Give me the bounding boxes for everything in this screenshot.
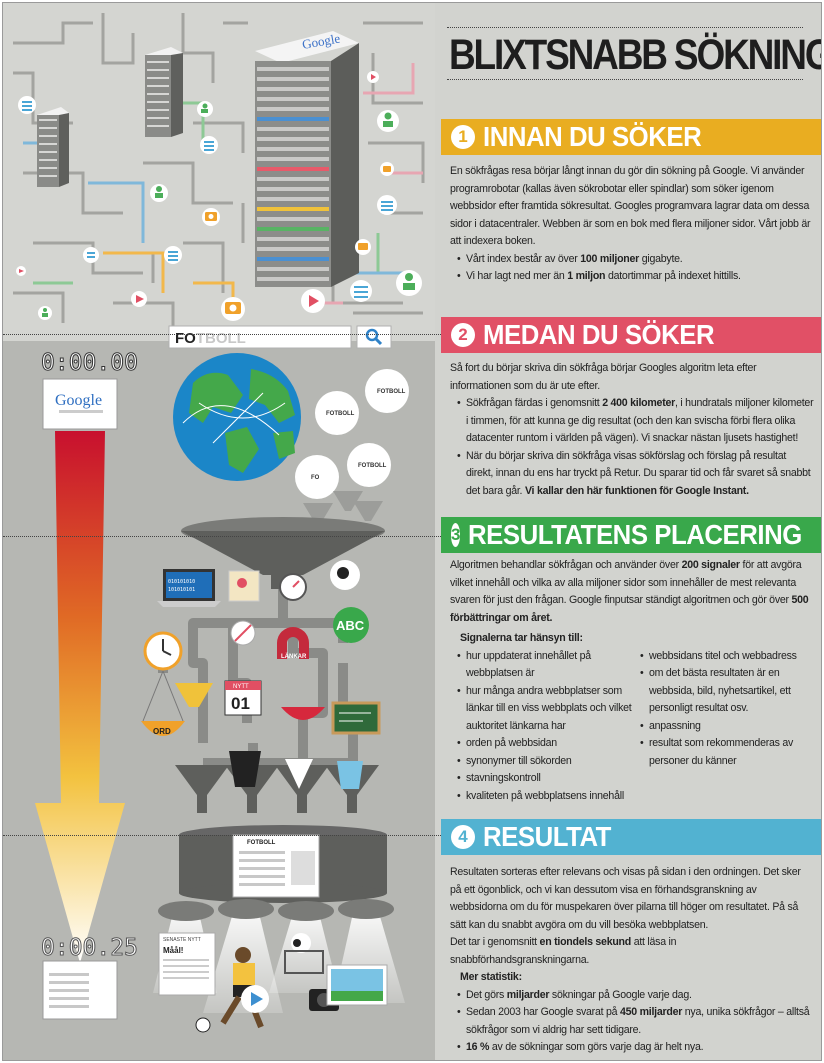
bucket-icon xyxy=(229,751,261,787)
cup-icon xyxy=(337,761,363,789)
cone-icon xyxy=(285,759,313,789)
result-page: FOTBOLL xyxy=(232,834,320,898)
search-bar: FOTBOLL xyxy=(168,325,392,349)
google-logo: Google xyxy=(55,392,102,409)
svg-text:FOTBOLL: FOTBOLL xyxy=(326,411,355,417)
calendar-icon: NYTT 01 xyxy=(224,680,262,716)
main-funnel xyxy=(181,517,385,589)
dictionary-icon: ORD xyxy=(141,670,185,736)
clock-icon xyxy=(143,631,183,671)
section-3-heading: 3 RESULTATENS PLACERING xyxy=(441,517,821,553)
laptop-icon: 010101010 101010101 xyxy=(157,569,221,607)
compass-icon xyxy=(230,620,256,646)
svg-text:010101010: 010101010 xyxy=(168,579,195,585)
svg-text:101010101: 101010101 xyxy=(168,587,195,593)
abc-icon: ABC xyxy=(333,607,369,643)
svg-text:LÄNKAR: LÄNKAR xyxy=(281,653,307,660)
globe xyxy=(173,353,301,481)
user-icons xyxy=(38,101,422,320)
server-small-mid xyxy=(145,47,183,137)
svg-text:FOTBOLL: FOTBOLL xyxy=(358,463,387,469)
section-1-body: En sökfrågas resa börjar långt innan du … xyxy=(450,163,814,286)
colander-icon xyxy=(281,707,325,720)
video-icons xyxy=(16,71,379,313)
camera-icons xyxy=(202,162,394,321)
svg-text:Måål!: Måål! xyxy=(163,946,183,955)
section-2-heading: 2 MEDAN DU SÖKER xyxy=(441,317,821,353)
svg-text:ORD: ORD xyxy=(153,727,171,736)
soccer-ball-icon xyxy=(330,560,360,590)
blackboard-icon xyxy=(331,701,381,735)
section-4-body: Resultaten sorteras efter relevans och v… xyxy=(450,864,814,1057)
svg-text:NYTT: NYTT xyxy=(233,684,249,690)
suggestion-bubbles: FOTBOLL FOTBOLL FOTBOLL FO xyxy=(295,369,409,499)
google-datacenter: Google xyxy=(255,30,359,287)
svg-text:SENASTE NYTT: SENASTE NYTT xyxy=(163,937,201,943)
timer-start: 0:00.00 xyxy=(41,350,138,376)
map-icon xyxy=(228,570,260,602)
svg-text:FOTBOLL: FOTBOLL xyxy=(247,840,276,846)
section-4-heading: 4 RESULTAT xyxy=(441,819,821,855)
stopwatch-icon xyxy=(279,573,307,601)
section-3-body: Algoritmen behandlar sökfrågan och använ… xyxy=(450,557,814,805)
shopping-cart-icon xyxy=(284,933,324,974)
svg-text:ABC: ABC xyxy=(336,618,365,633)
svg-text:01: 01 xyxy=(231,694,250,713)
timer-end: 0:00.25 xyxy=(41,935,138,961)
svg-text:FOTBOLL: FOTBOLL xyxy=(377,389,406,395)
play-button-icon xyxy=(241,985,269,1013)
document-icons xyxy=(18,96,397,302)
illustration: Google xyxy=(3,3,435,1060)
svg-text:FOTBOLL: FOTBOLL xyxy=(175,330,246,347)
photo-icon xyxy=(326,964,388,1006)
page-title: BLIXTSNABB SÖKNING xyxy=(449,31,822,79)
newspaper-icon: SENASTE NYTT Måål! xyxy=(158,932,216,996)
links-icon: LÄNKAR xyxy=(277,627,309,660)
svg-text:FO: FO xyxy=(311,475,320,481)
svg-text:Google: Google xyxy=(301,30,342,51)
section-2-body: Så fort du börjar skriva din sökfråga bö… xyxy=(450,360,814,500)
sieve-icon xyxy=(175,683,213,707)
timeline-arrow xyxy=(35,431,125,963)
section-1-heading: 1 INNAN DU SÖKER xyxy=(441,119,821,155)
server-small-left xyxy=(37,107,69,187)
